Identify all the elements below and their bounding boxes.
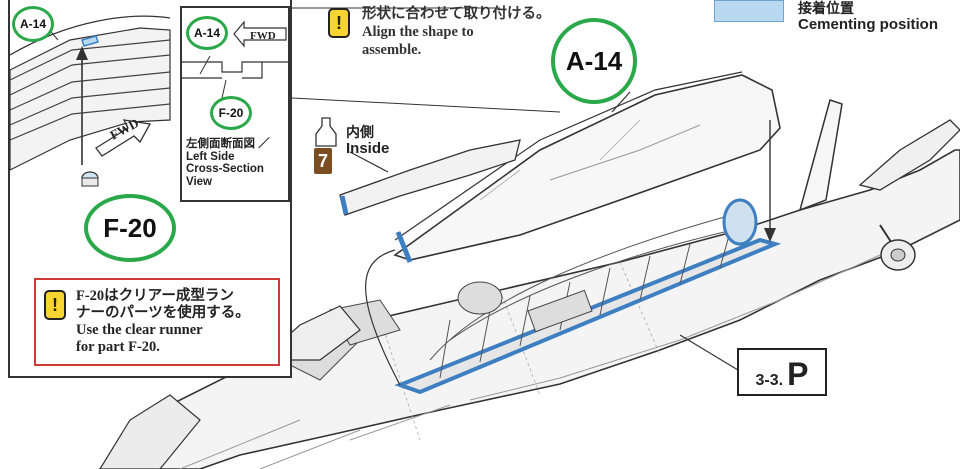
inside-label-en: Inside (346, 140, 390, 157)
inside-label-jp: 内側 (346, 126, 374, 141)
fwd-arrow-icon (95, 119, 152, 157)
clear-runner-en-2: for part F-20. (76, 339, 160, 355)
clear-runner-jp-2: ナーのパーツを使用する。 (76, 305, 250, 321)
align-note-en-1: Align the shape to (362, 24, 474, 40)
xsect-fwd-label: FWD (250, 30, 276, 42)
part-label-a14-main: A-14 (551, 18, 637, 104)
warning-icon: ! (328, 8, 350, 38)
align-note-jp: 形状に合わせて取り付ける。 (362, 6, 551, 22)
xsect-caption-en-3: View (186, 175, 212, 188)
cementing-legend-swatch (714, 0, 784, 22)
cross-section-view: FWD A-14 F-20 左側面断面図 ／ Left Side Cross-S… (180, 6, 290, 202)
cross-section-caption: 左側面断面図 ／ Left Side Cross-Section View (186, 138, 290, 188)
align-note-en-2: assemble. (362, 42, 422, 58)
step-letter: P (787, 356, 809, 392)
part-label-f20-inset: F-20 (84, 194, 176, 262)
cementing-legend-jp: 接着位置 (798, 2, 854, 17)
canopy-inner-part (339, 139, 521, 216)
cross-section-drawing: FWD (182, 20, 288, 99)
cementing-legend-en: Cementing position (798, 16, 938, 33)
clear-runner-en-1: Use the clear runner (76, 322, 203, 338)
part-label-f20-xsect: F-20 (210, 96, 252, 130)
tail-wheel (879, 224, 916, 271)
paint-bottle-icon (315, 117, 337, 147)
detail-inset-panel: FWD A-14 F-20 FWD A-14 F-20 左側面断面図 ／ Lef… (8, 0, 292, 378)
clear-runner-note: ! F-20はクリアー成型ラン ナーのパーツを使用する。 Use the cle… (34, 278, 280, 366)
clear-runner-jp-1: F-20はクリアー成型ラン (76, 288, 234, 304)
paint-number-badge: 7 (314, 148, 332, 174)
step-label: 3-3. P (737, 348, 827, 396)
xsect-caption-en-1: Left Side (186, 150, 235, 163)
fwd-arrow-icon (233, 20, 287, 48)
tail-fin (798, 99, 843, 212)
xsect-caption-jp: 左側面断面図 ／ (186, 138, 270, 150)
part-label-a14-xsect: A-14 (186, 16, 228, 50)
xsect-caption-en-2: Cross-Section (186, 163, 264, 175)
step-number: 3-3. (755, 372, 784, 389)
part-label-a14-inset: A-14 (12, 6, 54, 42)
inset-canopy-detail: FWD (10, 15, 171, 187)
warning-icon: ! (44, 290, 66, 320)
